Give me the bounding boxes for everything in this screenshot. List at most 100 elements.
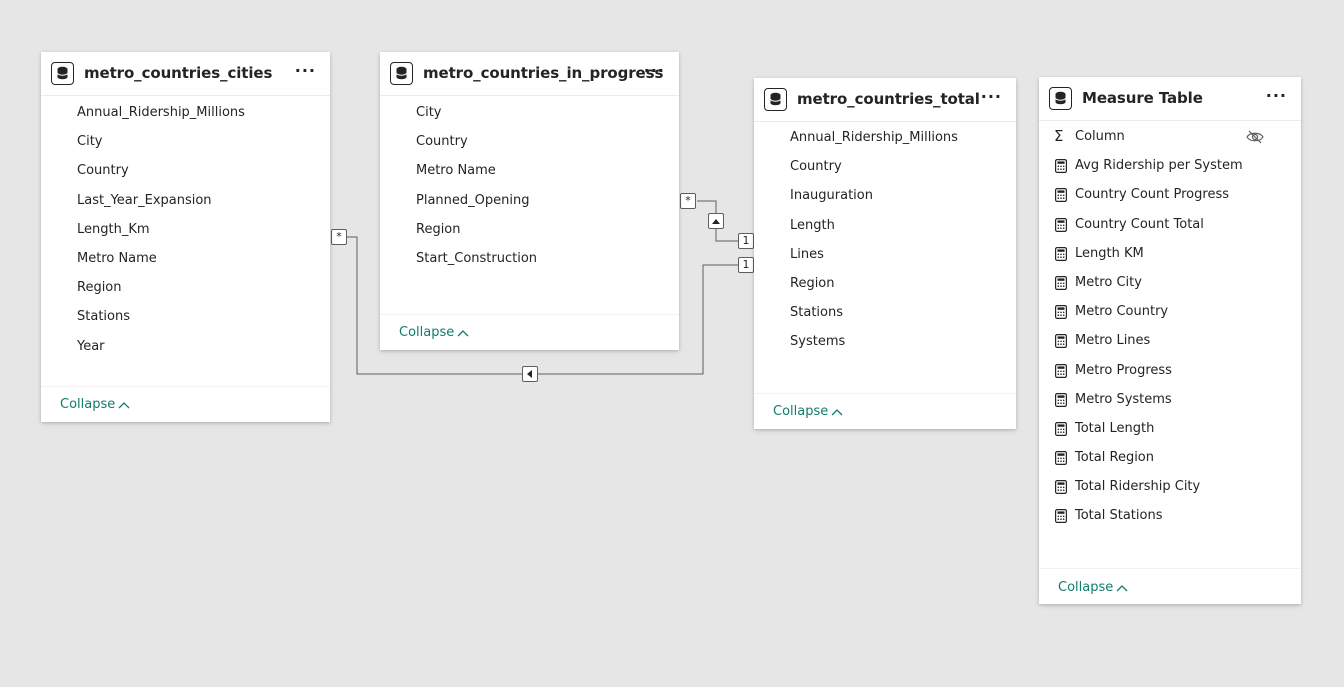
calculator-icon [1055,363,1067,378]
collapse-label: Collapse [399,325,455,340]
more-options-button[interactable]: ··· [1265,86,1287,105]
collapse-button[interactable]: Collapse [773,404,843,419]
field-item[interactable]: Planned_Opening [416,192,530,208]
more-options-button[interactable]: ··· [980,87,1002,106]
field-label: Metro Progress [1075,362,1172,378]
table-card-measure-table[interactable]: Measure Table ··· Σ Column Avg Ridership… [1039,77,1301,604]
field-label: Total Length [1075,420,1155,436]
field-label: Country Count Total [1075,216,1204,232]
field-item[interactable]: Region [416,221,461,237]
measure-item[interactable]: Total Length [1039,414,1301,443]
collapse-button[interactable]: Collapse [1058,580,1128,595]
field-item[interactable]: Start_Construction [416,250,538,266]
many-marker-in-progress[interactable]: * [680,193,696,209]
sigma-icon: Σ [1054,127,1064,145]
footer-divider [380,314,679,315]
database-icon [1049,87,1072,110]
field-item[interactable]: Region [77,280,122,296]
field-item[interactable]: Annual_Ridership_Millions [790,130,958,145]
filter-direction-left-marker[interactable] [522,366,538,382]
field-item[interactable]: Metro Name [77,250,157,266]
field-label: Column [1075,129,1125,144]
measure-item[interactable]: Metro Country [1039,297,1301,326]
collapse-label: Collapse [1058,580,1114,595]
table-title: metro_countries_total [797,90,980,108]
field-label: Metro Lines [1075,333,1151,349]
table-title: metro_countries_in_progress [423,64,664,82]
measure-item[interactable]: Total Stations [1039,501,1301,530]
measure-item[interactable]: Metro Lines [1039,326,1301,355]
table-card-metro-countries-cities[interactable]: metro_countries_cities ··· Annual_Riders… [41,52,330,422]
field-item[interactable]: Length_Km [77,221,150,237]
field-label: Metro Country [1075,304,1169,320]
measure-item[interactable]: Total Region [1039,443,1301,472]
field-list: City Country Metro Name Planned_Opening … [380,96,679,273]
collapse-button[interactable]: Collapse [60,397,130,412]
more-options-button[interactable]: ··· [643,61,665,80]
field-item[interactable]: Last_Year_Expansion [77,192,212,208]
measure-item[interactable]: Total Ridership City [1039,472,1301,501]
field-label: Total Stations [1075,508,1163,524]
calculator-icon [1055,217,1067,232]
one-marker-in-progress[interactable]: 1 [738,233,754,249]
collapse-label: Collapse [60,397,116,412]
table-card-header[interactable]: metro_countries_in_progress ··· [380,52,679,96]
more-options-button[interactable]: ··· [294,61,316,80]
measure-item[interactable]: Avg Ridership per System [1039,151,1301,180]
table-card-metro-countries-in-progress[interactable]: metro_countries_in_progress ··· City Cou… [380,52,679,350]
field-item[interactable]: Inauguration [790,188,873,204]
field-list: Annual_Ridership_Millions Country Inaugu… [754,122,1016,357]
chevron-up-icon [831,408,843,415]
calculator-icon [1055,334,1067,349]
measure-item[interactable]: Metro Systems [1039,385,1301,414]
field-item[interactable]: Systems [790,334,846,350]
table-title: metro_countries_cities [84,64,273,82]
measure-item[interactable]: Length KM [1039,239,1301,268]
calculator-icon [1055,451,1067,466]
table-card-header[interactable]: metro_countries_total ··· [754,78,1016,122]
field-item[interactable]: Region [790,275,835,291]
many-marker-cities[interactable]: * [331,229,347,245]
calculator-icon [1055,305,1067,320]
table-card-metro-countries-total[interactable]: metro_countries_total ··· Annual_Ridersh… [754,78,1016,429]
chevron-up-icon [457,329,469,336]
field-item[interactable]: Annual_Ridership_Millions [77,105,245,120]
field-item[interactable]: Year [77,338,105,354]
field-item[interactable]: City [416,105,442,120]
field-label: Country Count Progress [1075,187,1229,203]
calculator-icon [1055,480,1067,495]
field-list: Annual_Ridership_Millions City Country L… [41,96,330,361]
database-icon [51,62,74,85]
field-item[interactable]: Metro Name [416,163,496,179]
column-field-item[interactable]: Σ Column [1039,122,1301,151]
triangle-up-icon [712,219,720,224]
field-label: Total Ridership City [1075,479,1201,495]
table-card-header[interactable]: metro_countries_cities ··· [41,52,330,96]
chevron-up-icon [118,401,130,408]
field-item[interactable]: Length [790,217,835,233]
field-item[interactable]: Lines [790,246,824,262]
measure-item[interactable]: Country Count Progress [1039,180,1301,209]
measure-item[interactable]: Country Count Total [1039,210,1301,239]
field-list: Σ Column Avg Ridership per System Countr… [1039,121,1301,531]
chevron-up-icon [1116,584,1128,591]
footer-divider [754,393,1016,394]
field-item[interactable]: Country [77,163,129,179]
footer-divider [41,386,330,387]
filter-direction-up-marker[interactable] [708,213,724,229]
calculator-icon [1055,275,1067,290]
field-item[interactable]: Country [416,134,468,150]
field-item[interactable]: Country [790,159,842,175]
one-marker-cities[interactable]: 1 [738,257,754,273]
eye-hidden-icon[interactable] [1245,129,1265,145]
table-card-header[interactable]: Measure Table ··· [1039,77,1301,121]
field-item[interactable]: Stations [77,309,130,325]
calculator-icon [1055,159,1067,174]
collapse-button[interactable]: Collapse [399,325,469,340]
measure-item[interactable]: Metro City [1039,268,1301,297]
measure-item[interactable]: Metro Progress [1039,356,1301,385]
field-item[interactable]: Stations [790,305,843,321]
field-label: Length KM [1075,245,1144,261]
calculator-icon [1055,188,1067,203]
field-item[interactable]: City [77,134,103,150]
